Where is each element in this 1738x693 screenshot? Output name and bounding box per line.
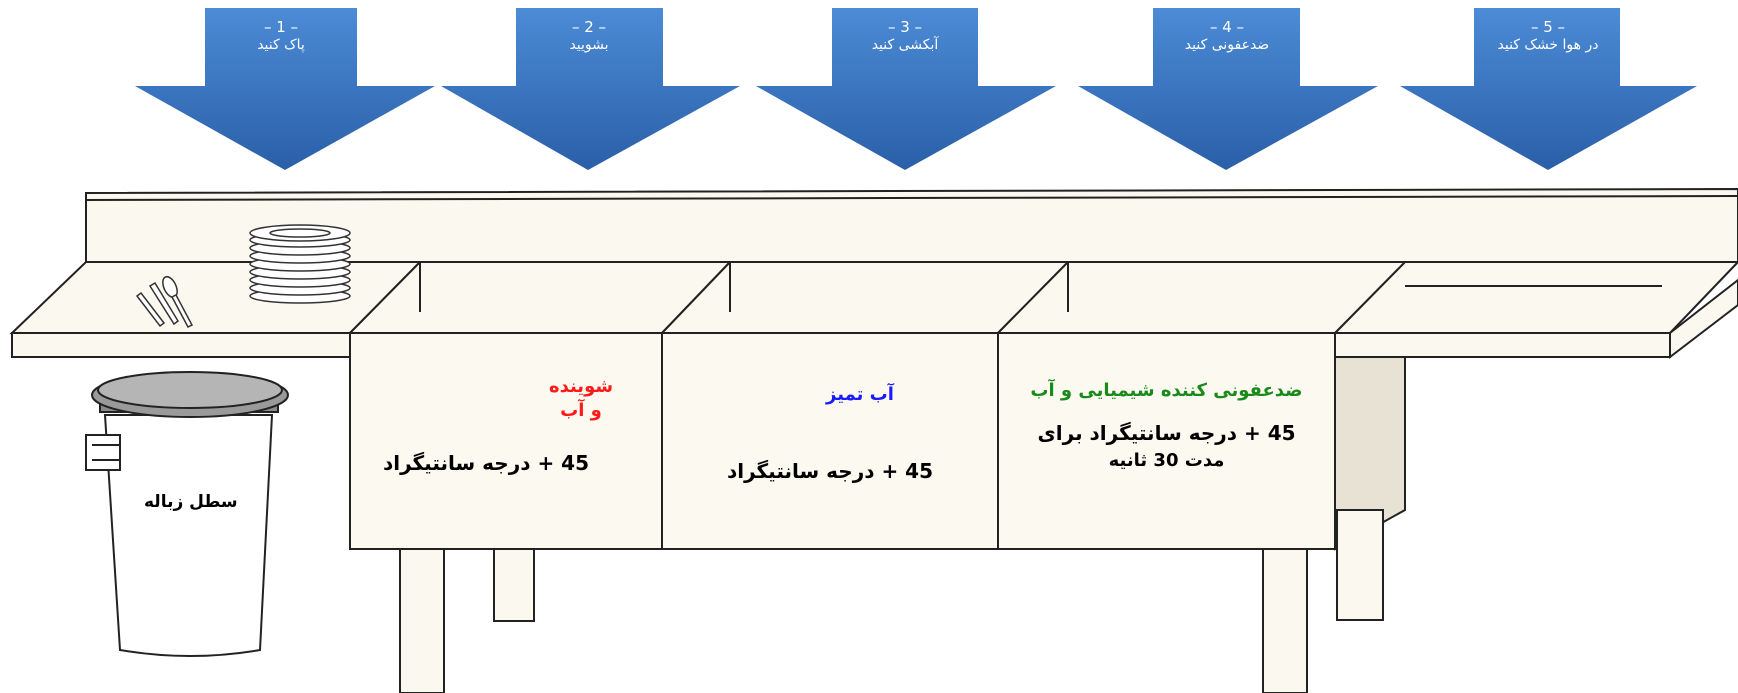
plate-stack [249, 224, 351, 304]
step-label-1: – 1 – پاک کنید [206, 18, 356, 54]
wash-sink-temp: 45 + درجه سانتیگراد [382, 451, 590, 475]
step-number-5: – 5 – [1530, 18, 1566, 36]
step-label-3: – 3 – آبکشی کنید [830, 18, 980, 54]
step-number-3: – 3 – [887, 18, 923, 36]
wash-sink-title: شوینده [548, 376, 614, 397]
step-arrow-1 [135, 8, 435, 170]
right-drainboard [1332, 261, 1738, 360]
step-arrow-2 [441, 8, 740, 170]
step-arrow-4 [1078, 8, 1378, 170]
wash-sink-title-2: و آب [560, 400, 602, 421]
sink-legs [399, 509, 1384, 693]
rinse-sink-temp: 45 + درجه سانتیگراد [726, 459, 934, 483]
trash-bin [85, 371, 289, 657]
step-number-2: – 2 – [571, 18, 607, 36]
sanitize-sink-labels: ضدعفونی کننده شیمیایی و آب 45 + درجه سان… [998, 380, 1335, 475]
step-text-2: بشویید [569, 37, 609, 53]
step-arrow-5 [1400, 8, 1697, 170]
trash-bin-label: سطل زباله [144, 492, 238, 512]
step-label-2: – 2 – بشویید [514, 18, 664, 54]
sanitize-sink-title: ضدعفونی کننده شیمیایی و آب [1030, 380, 1303, 401]
cutlery-icon [135, 275, 194, 328]
backsplash [85, 187, 1738, 263]
wash-sink-labels: شوینده و آب 45 + درجه سانتیگراد [350, 375, 662, 477]
step-text-3: آبکشی کنید [871, 37, 939, 53]
rinse-sink-title: آب تمیز [826, 384, 894, 405]
step-text-1: پاک کنید [257, 37, 305, 53]
rinse-sink-labels: آب تمیز 45 + درجه سانتیگراد [662, 384, 998, 485]
sink-openings [347, 261, 1408, 334]
step-text-5: در هوا خشک کنید [1497, 37, 1599, 53]
sink-bodies [349, 332, 1406, 551]
step-number-4: – 4 – [1209, 18, 1245, 36]
step-text-4: ضدعفونی کنید [1184, 37, 1270, 53]
step-label-5: – 5 – در هوا خشک کنید [1473, 18, 1623, 54]
sanitize-sink-temp: 45 + درجه سانتیگراد برای [1037, 421, 1296, 445]
sanitize-sink-temp-2: مدت 30 ثانیه [1108, 450, 1225, 471]
step-label-4: – 4 – ضدعفونی کنید [1152, 18, 1302, 54]
step-arrow-3 [756, 8, 1056, 170]
step-number-1: – 1 – [263, 18, 299, 36]
